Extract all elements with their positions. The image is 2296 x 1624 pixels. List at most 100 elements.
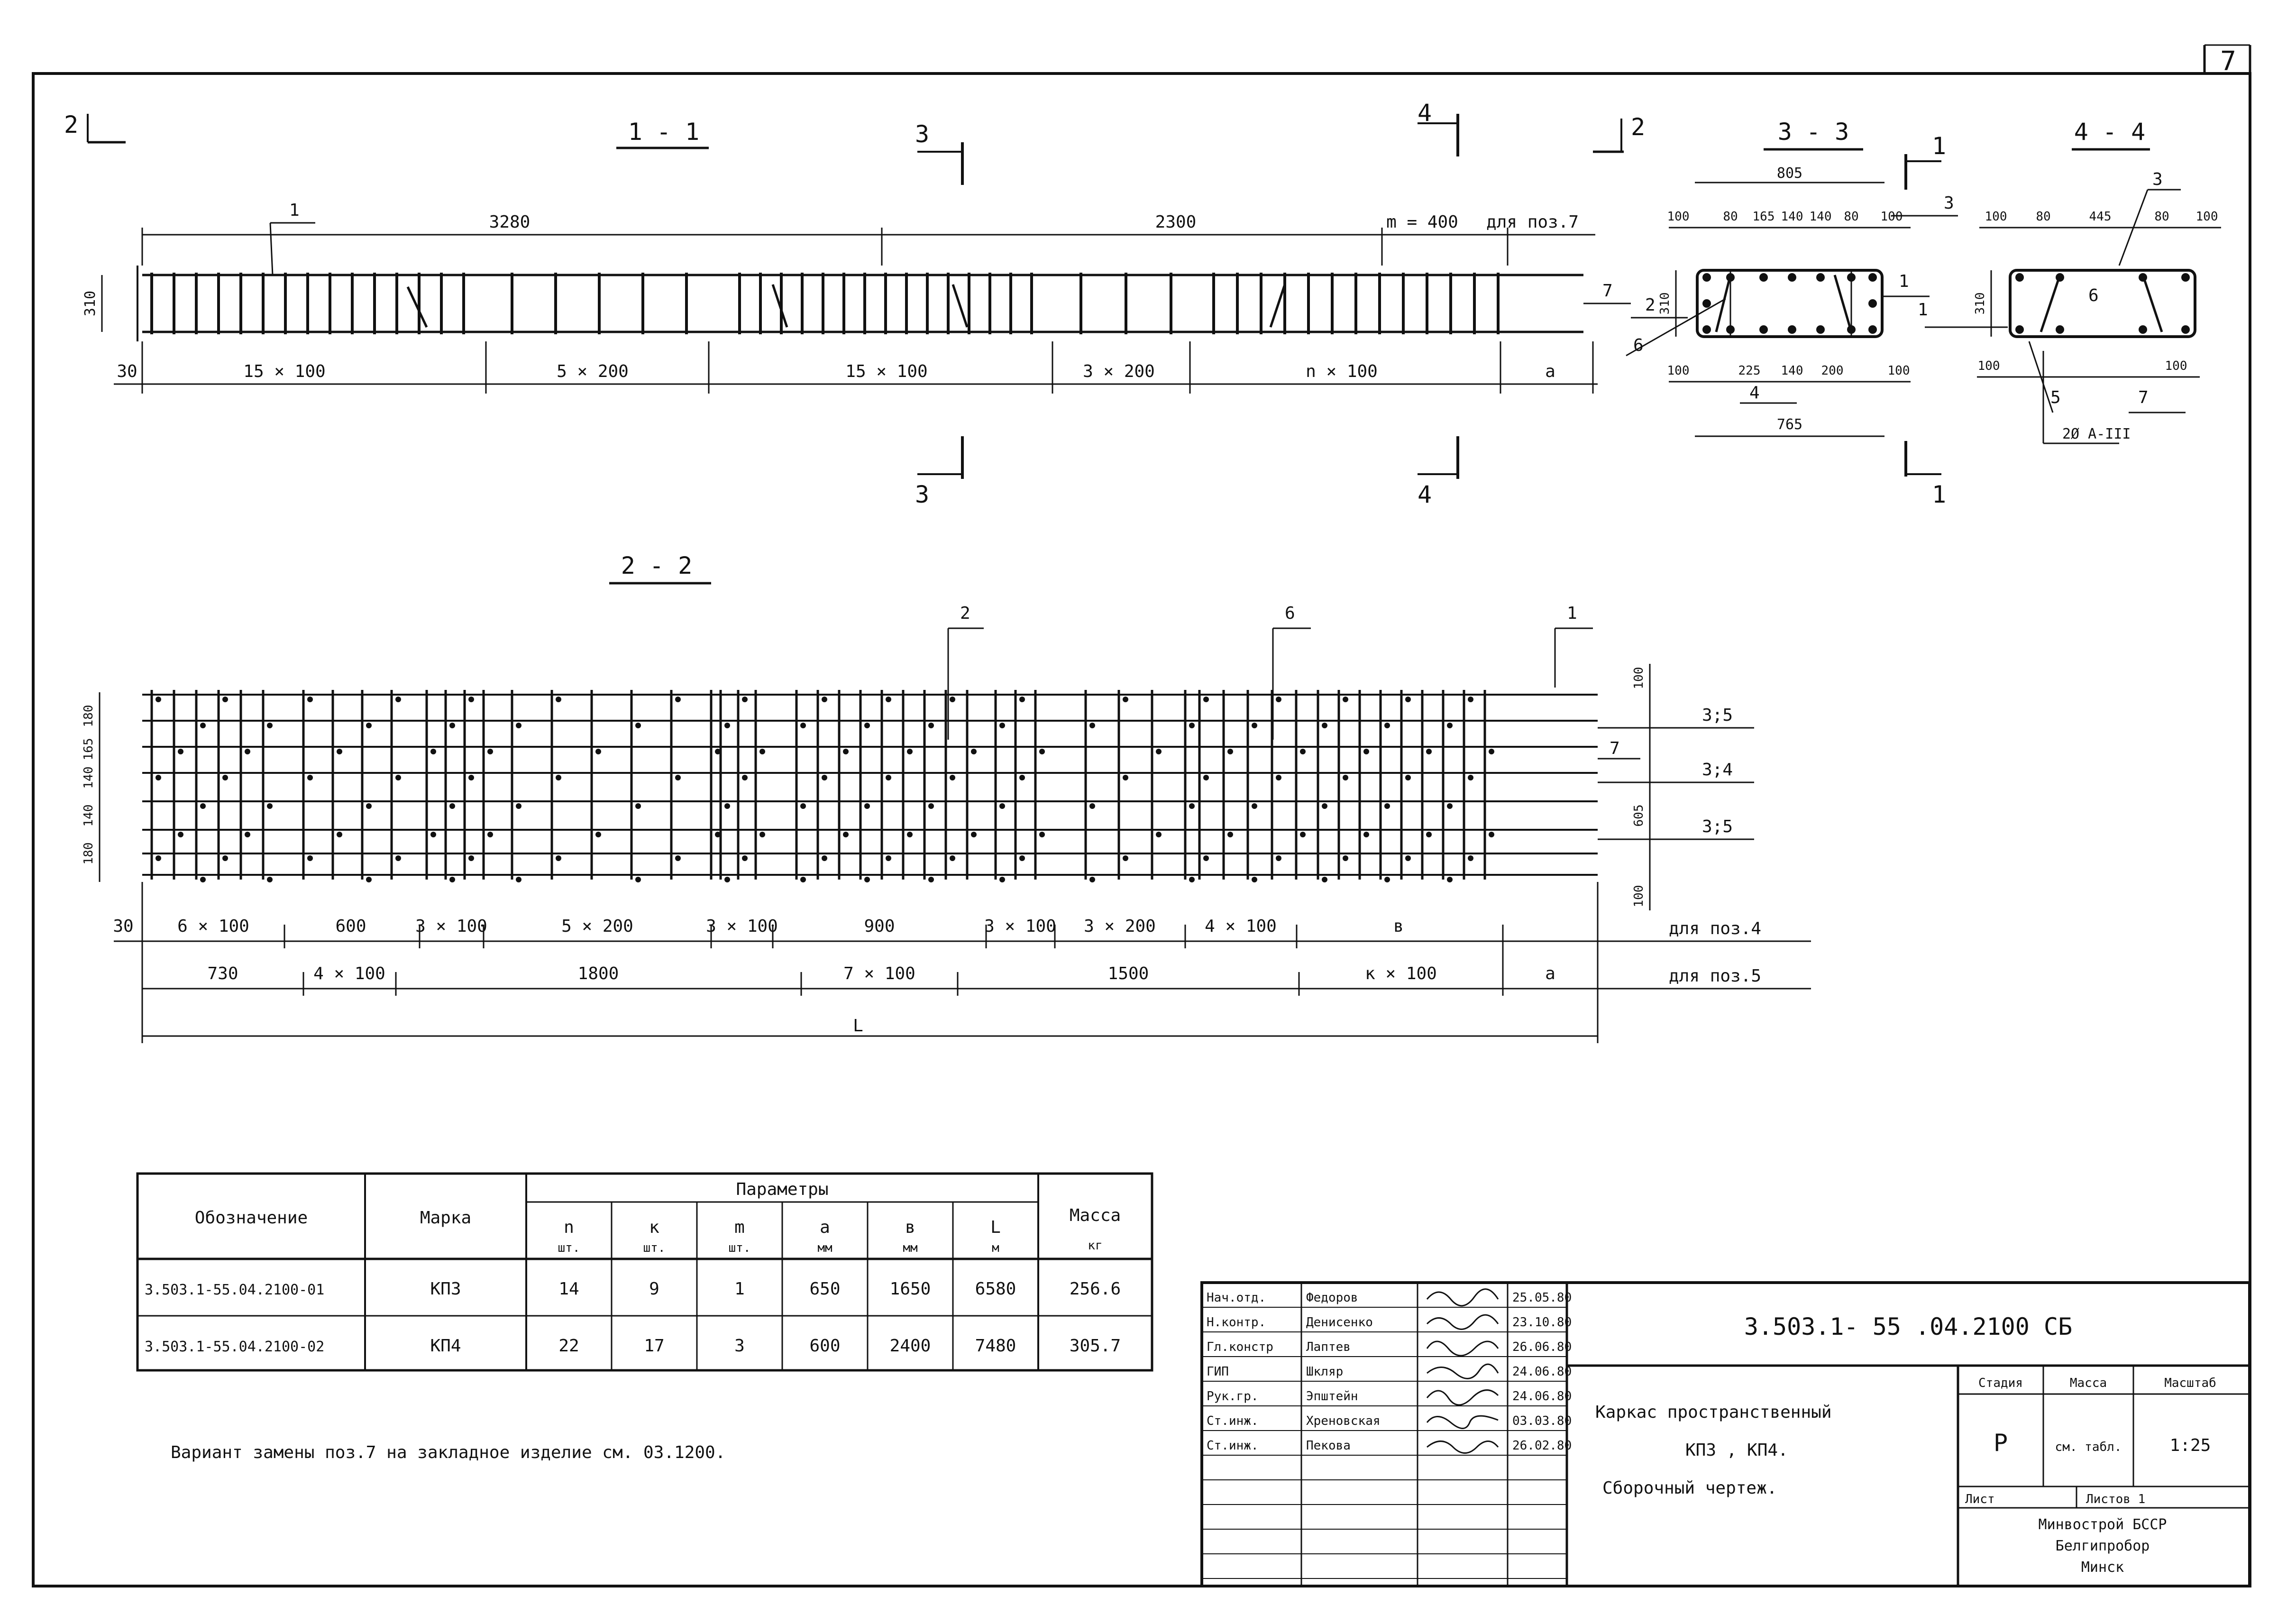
bar-dot bbox=[864, 803, 870, 809]
bar-dot bbox=[366, 877, 372, 882]
stamp-person: Хреновская bbox=[1306, 1414, 1381, 1428]
bar-dot bbox=[595, 749, 601, 754]
cell-k: 17 bbox=[644, 1336, 664, 1356]
stamp-date: 26.02.80 bbox=[1512, 1439, 1572, 1453]
bar-dot bbox=[556, 775, 561, 780]
th-mass: Масса bbox=[1070, 1206, 1121, 1225]
bar-dot bbox=[1089, 803, 1095, 809]
bar-dot bbox=[156, 697, 161, 702]
stamp-scale: 1:25 bbox=[2170, 1436, 2211, 1455]
bar-dot bbox=[178, 832, 183, 837]
table-row: 3.503.1-55.04.2100-01 КП3 14 9 1 650 165… bbox=[145, 1279, 1121, 1299]
stamp-role: Н.контр. bbox=[1207, 1315, 1266, 1330]
r2-730: 730 bbox=[207, 964, 238, 983]
bar-dot bbox=[886, 775, 891, 780]
leader-22-1: 1 bbox=[1567, 604, 1577, 623]
dim-44-80b: 80 bbox=[2154, 210, 2169, 224]
cut-3-top-label: 3 bbox=[915, 120, 929, 148]
bar-dot bbox=[971, 832, 977, 837]
cell-mark: КП3 bbox=[430, 1279, 461, 1299]
dim-2300: 2300 bbox=[1155, 212, 1197, 232]
bar-dot bbox=[635, 877, 641, 882]
bar-dot bbox=[1816, 325, 1825, 334]
stamp-date: 24.06.80 bbox=[1512, 1365, 1572, 1379]
bar-dot bbox=[1300, 749, 1306, 754]
bar-dot bbox=[950, 775, 955, 780]
bar-dot bbox=[950, 855, 955, 861]
bar-dot bbox=[468, 775, 474, 780]
bar-dot bbox=[907, 749, 913, 754]
bar-dot bbox=[1788, 273, 1796, 282]
stamp-title-1: Каркас пространственный bbox=[1595, 1403, 1832, 1422]
bar-dot bbox=[2181, 273, 2190, 282]
cell-mass: 256.6 bbox=[1070, 1279, 1121, 1299]
bar-dot bbox=[1447, 803, 1453, 809]
stamp-date: 03.03.80 bbox=[1512, 1414, 1572, 1428]
section-4-4-title: 4 - 4 bbox=[2074, 118, 2146, 146]
dim-33-b200: 200 bbox=[1821, 364, 1844, 378]
bar-dot bbox=[1203, 775, 1209, 780]
bar-dot bbox=[267, 803, 273, 809]
label-33-2: 2 bbox=[1645, 295, 1656, 315]
bar-dot bbox=[1868, 273, 1877, 282]
dim-765: 765 bbox=[1777, 416, 1802, 433]
bar-dot bbox=[800, 723, 806, 728]
th-mass-unit: кг bbox=[1088, 1239, 1102, 1253]
bar-dot bbox=[864, 723, 870, 728]
bar-dot bbox=[1384, 723, 1390, 728]
cell-n: 14 bbox=[558, 1279, 579, 1299]
bar-dot bbox=[675, 855, 681, 861]
bar-dot bbox=[267, 723, 273, 728]
dim-22-left-140a: 140 bbox=[82, 767, 96, 789]
bar-dot bbox=[1322, 803, 1327, 809]
bar-dot bbox=[724, 803, 730, 809]
bar-dot bbox=[2015, 273, 2024, 282]
stamp-role: Ст.инж. bbox=[1207, 1414, 1259, 1428]
bar-dot bbox=[675, 775, 681, 780]
bar-dot bbox=[1468, 697, 1473, 702]
bar-dot bbox=[307, 855, 313, 861]
bar-dot bbox=[1227, 832, 1233, 837]
cut-1-bottom-label: 1 bbox=[1932, 481, 1946, 508]
leader-7-label: 7 bbox=[1602, 281, 1613, 301]
label-33-4: 4 bbox=[1749, 383, 1760, 403]
bar-dot bbox=[468, 697, 474, 702]
bar-dot bbox=[1276, 697, 1281, 702]
stamp-date: 24.06.80 bbox=[1512, 1389, 1572, 1404]
bar-dot bbox=[886, 855, 891, 861]
cell-a: 650 bbox=[809, 1279, 840, 1299]
bar-dot bbox=[307, 775, 313, 780]
dim-44-side100b: 100 bbox=[2165, 359, 2187, 373]
bar-dot bbox=[156, 855, 161, 861]
label-22-35b: 3;5 bbox=[1702, 817, 1733, 836]
r1-4x100: 4 × 100 bbox=[1205, 917, 1277, 936]
bar-dot bbox=[1759, 273, 1768, 282]
bar-dot bbox=[843, 832, 849, 837]
label-33-6: 6 bbox=[1633, 336, 1644, 355]
stamp-date: 23.10.80 bbox=[1512, 1315, 1572, 1330]
bar-dot bbox=[1447, 877, 1453, 882]
bar-dot bbox=[307, 697, 313, 702]
dim-33-100a: 100 bbox=[1667, 210, 1690, 224]
section-4-4-bars bbox=[2015, 273, 2190, 334]
th-L: L bbox=[990, 1218, 1001, 1237]
bar-dot bbox=[1489, 749, 1494, 754]
cell-n: 22 bbox=[558, 1336, 579, 1356]
stamp-title-2: КП3 , КП4. bbox=[1685, 1440, 1788, 1460]
th-n-unit: шт. bbox=[558, 1241, 580, 1255]
section-2-2: 2 - 2 2 6 1 7 180 165 140 140 bbox=[82, 552, 1811, 1043]
th-n: n bbox=[564, 1218, 574, 1237]
stamp-person: Пекова bbox=[1306, 1439, 1351, 1453]
bar-dot bbox=[2139, 325, 2147, 334]
dim-44-100a: 100 bbox=[1985, 210, 2007, 224]
section-3-3-title: 3 - 3 bbox=[1778, 118, 1849, 146]
dim-44-100b: 100 bbox=[2196, 210, 2218, 224]
bar-dot bbox=[1322, 877, 1327, 882]
bar-dot bbox=[715, 749, 721, 754]
dim-33-b225: 225 bbox=[1738, 364, 1761, 378]
cell-L: 6580 bbox=[975, 1279, 1016, 1299]
bar-dot bbox=[1868, 325, 1877, 334]
bar-dot bbox=[759, 832, 765, 837]
th-a-unit: мм bbox=[817, 1241, 832, 1255]
label-44-7: 7 bbox=[2138, 388, 2149, 407]
